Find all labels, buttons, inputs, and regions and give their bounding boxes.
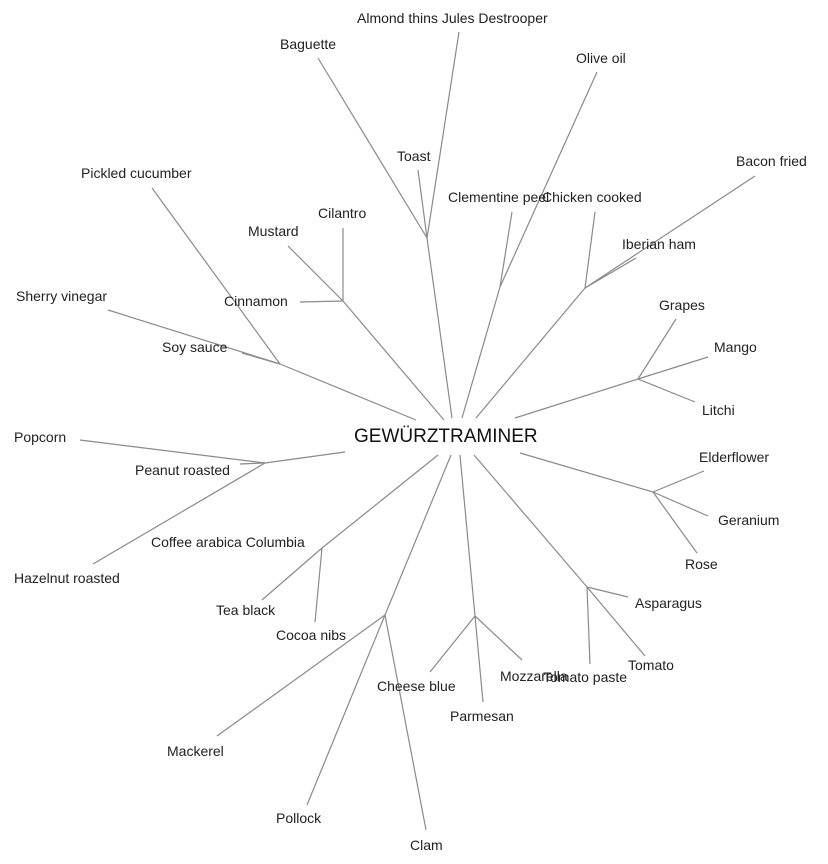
leaf-clementine: Clementine peel	[448, 189, 549, 205]
edge-almond	[426, 31, 460, 239]
edge-root-spice	[342, 300, 445, 421]
edge-cocoa	[314, 547, 323, 623]
leaf-pickled-cucumber: Pickled cucumber	[81, 165, 192, 181]
edge-cheese-blue	[429, 615, 476, 673]
leaf-parmesan: Parmesan	[450, 708, 514, 724]
leaf-clam: Clam	[410, 837, 443, 853]
leaf-tea: Tea black	[216, 602, 276, 618]
leaf-iberian-ham: Iberian ham	[622, 236, 696, 252]
leaf-asparagus: Asparagus	[635, 595, 702, 611]
edge-mango	[637, 356, 709, 380]
leaf-mango: Mango	[714, 339, 757, 355]
edge-cinnamon	[299, 300, 344, 303]
edge-root-nuts	[264, 451, 346, 464]
leaf-mustard: Mustard	[248, 223, 299, 239]
edge-root-fruit	[514, 378, 639, 419]
leaf-mozzarella: Mozzarella	[500, 668, 568, 684]
edge-olive-oil	[499, 71, 598, 288]
leaf-elderflower: Elderflower	[699, 449, 769, 465]
edge-root-cheese	[459, 454, 476, 617]
edge-pickled-cucumber	[151, 187, 281, 365]
edge-pollock	[306, 614, 386, 806]
leaf-rose: Rose	[685, 556, 718, 572]
edge-rose	[652, 491, 698, 554]
edge-clementine	[499, 211, 513, 288]
edge-root-citrus	[461, 286, 501, 419]
edge-tomato-paste	[586, 586, 591, 665]
edge-hazelnut	[92, 462, 266, 565]
edge-root-bread	[426, 237, 453, 419]
edge-popcorn	[79, 439, 266, 464]
edge-root-floral	[519, 452, 654, 493]
edge-clam	[384, 614, 427, 831]
edge-iberian-ham	[584, 257, 637, 289]
leaf-soy-sauce: Soy sauce	[162, 339, 228, 355]
leaf-chicken: Chicken cooked	[542, 189, 642, 205]
tree-labels: GEWÜRZTRAMINER Almond thins Jules Destro…	[14, 10, 807, 853]
edge-soy-sauce	[241, 352, 281, 365]
edge-root-meat	[475, 287, 586, 419]
leaf-cheese-blue: Cheese blue	[377, 678, 456, 694]
leaf-hazelnut: Hazelnut roasted	[14, 570, 120, 586]
edge-baguette	[317, 57, 428, 239]
leaf-sherry-vinegar: Sherry vinegar	[16, 288, 107, 304]
edge-bacon	[584, 175, 756, 289]
edge-mackerel	[216, 614, 386, 737]
edge-tomato	[586, 586, 646, 657]
edge-peanut	[239, 462, 266, 465]
edge-chicken	[584, 211, 596, 289]
edge-root-vinegar	[279, 363, 417, 421]
edge-root-vegetable	[473, 454, 588, 588]
leaf-baguette: Baguette	[280, 36, 336, 52]
leaf-almond: Almond thins Jules Destrooper	[357, 10, 548, 26]
edge-root-roast	[321, 454, 439, 549]
root-label: GEWÜRZTRAMINER	[354, 426, 538, 447]
leaf-cilantro: Cilantro	[318, 205, 366, 221]
edge-toast	[417, 169, 428, 239]
edge-tea	[261, 547, 323, 601]
leaf-popcorn: Popcorn	[14, 429, 66, 445]
tree-edges	[79, 31, 756, 831]
edge-litchi	[637, 378, 696, 403]
edge-mozzarella	[474, 615, 523, 661]
leaf-tomato: Tomato	[628, 657, 674, 673]
leaf-coffee: Coffee arabica Columbia	[151, 534, 305, 550]
leaf-mackerel: Mackerel	[167, 743, 224, 759]
edge-grapes	[637, 318, 677, 380]
leaf-tomato-paste: Tomato paste	[543, 669, 627, 685]
edge-elderflower	[652, 470, 705, 493]
edge-asparagus	[586, 586, 629, 598]
leaf-pollock: Pollock	[276, 810, 322, 826]
leaf-geranium: Geranium	[718, 512, 779, 528]
edge-geranium	[652, 491, 709, 517]
leaf-grapes: Grapes	[659, 297, 705, 313]
edge-mustard	[287, 245, 344, 302]
leaf-olive-oil: Olive oil	[576, 50, 626, 66]
edge-root-seafood	[384, 454, 452, 616]
edge-parmesan	[474, 615, 484, 703]
leaf-litchi: Litchi	[702, 402, 735, 418]
edge-sherry-vinegar	[107, 309, 281, 365]
leaf-bacon: Bacon fried	[736, 153, 807, 169]
leaf-cinnamon: Cinnamon	[224, 293, 288, 309]
leaf-peanut: Peanut roasted	[135, 462, 230, 478]
leaf-toast: Toast	[397, 148, 431, 164]
leaf-cocoa: Cocoa nibs	[276, 627, 346, 643]
